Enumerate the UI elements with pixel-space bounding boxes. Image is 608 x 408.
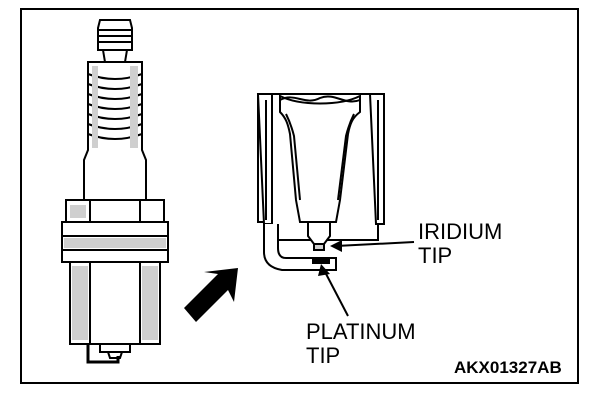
spark-plug-illustration [61, 19, 169, 364]
figure-code: AKX01327AB [454, 358, 562, 377]
arrow-icon [184, 268, 238, 322]
iridium-leader-arrow [330, 240, 415, 252]
platinum-label-line2: TIP [306, 343, 341, 368]
platinum-leader-arrow [318, 264, 349, 317]
iridium-label-line2: TIP [418, 243, 453, 268]
iridium-label-line1: IRIDIUM [418, 219, 503, 244]
platinum-label-line1: PLATINUM [306, 319, 416, 344]
electrode-closeup-illustration [256, 93, 385, 271]
